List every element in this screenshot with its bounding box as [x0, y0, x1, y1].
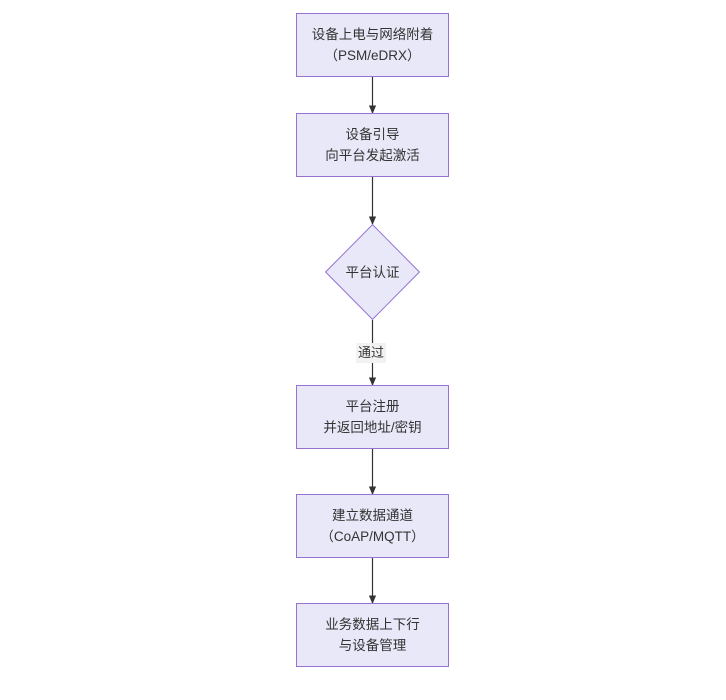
- process-node-platform-register[interactable]: 平台注册并返回地址/密钥: [296, 385, 449, 449]
- node-text-line: 与设备管理: [338, 638, 407, 653]
- node-text-line: 平台认证: [345, 264, 400, 280]
- edge-label-e3: 通过: [356, 343, 387, 363]
- node-text-line: 并返回地址/密钥: [323, 420, 422, 435]
- process-node-service-data[interactable]: 业务数据上下行与设备管理: [296, 603, 449, 667]
- decision-node-platform-auth[interactable]: 平台认证: [325, 224, 420, 320]
- node-text-line: 设备上电与网络附着: [311, 27, 434, 42]
- node-text-line: 建立数据通道: [332, 508, 413, 523]
- decision-diamond-shape: [325, 224, 420, 320]
- process-node-power-on[interactable]: 设备上电与网络附着 （PSM/eDRX）: [296, 13, 449, 77]
- node-text-line: （CoAP/MQTT）: [320, 529, 425, 544]
- node-text-line: 平台注册: [345, 399, 400, 414]
- decision-node-label: 平台认证: [325, 224, 420, 320]
- process-node-data-channel[interactable]: 建立数据通道 （CoAP/MQTT）: [296, 494, 449, 558]
- node-text-line: 业务数据上下行: [325, 617, 420, 632]
- node-text-line: 设备引导: [345, 127, 400, 142]
- node-text-line: 向平台发起激活: [325, 148, 420, 163]
- process-node-bootstrap[interactable]: 设备引导向平台发起激活: [296, 113, 449, 177]
- node-text-line: （PSM/eDRX）: [324, 48, 421, 63]
